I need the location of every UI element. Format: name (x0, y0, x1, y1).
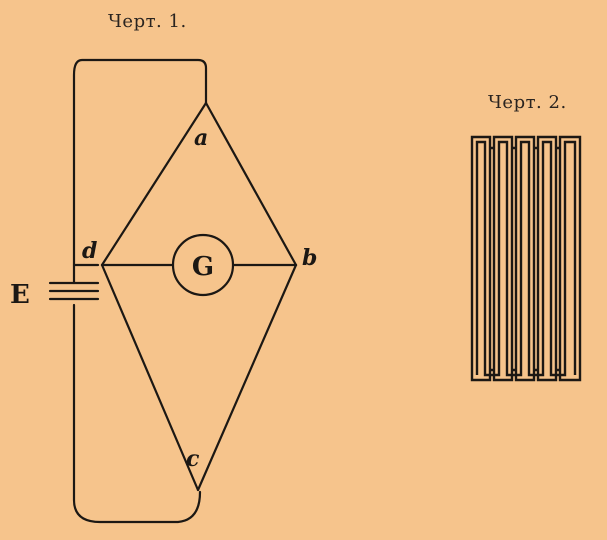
figure-1-caption: Черт. 1. (108, 11, 187, 32)
figure-1: Черт. 1. E (10, 11, 317, 524)
label-g: G (192, 252, 214, 282)
outer-circuit-wire-lower (72, 303, 202, 524)
label-a: a (194, 125, 208, 151)
label-b: b (302, 245, 317, 271)
battery-e: E (10, 280, 100, 310)
galvanometer-branch: G (100, 233, 298, 297)
arm-d-c (100, 263, 200, 492)
figure-2: Черт. 2. (470, 92, 582, 382)
label-d: d (82, 238, 97, 264)
galvanometer-circle (171, 233, 235, 297)
serpentine-coil-inner (475, 140, 577, 377)
outer-circuit-wire (72, 58, 208, 285)
serpentine-coil-outer (470, 135, 582, 382)
label-e: E (10, 280, 30, 310)
arm-b-c (196, 263, 298, 492)
arm-a-d (100, 101, 208, 267)
figure-2-caption: Черт. 2. (488, 92, 567, 113)
label-c: c (186, 446, 200, 472)
bridge-rhombus (100, 101, 298, 492)
arm-a-b (204, 101, 298, 267)
